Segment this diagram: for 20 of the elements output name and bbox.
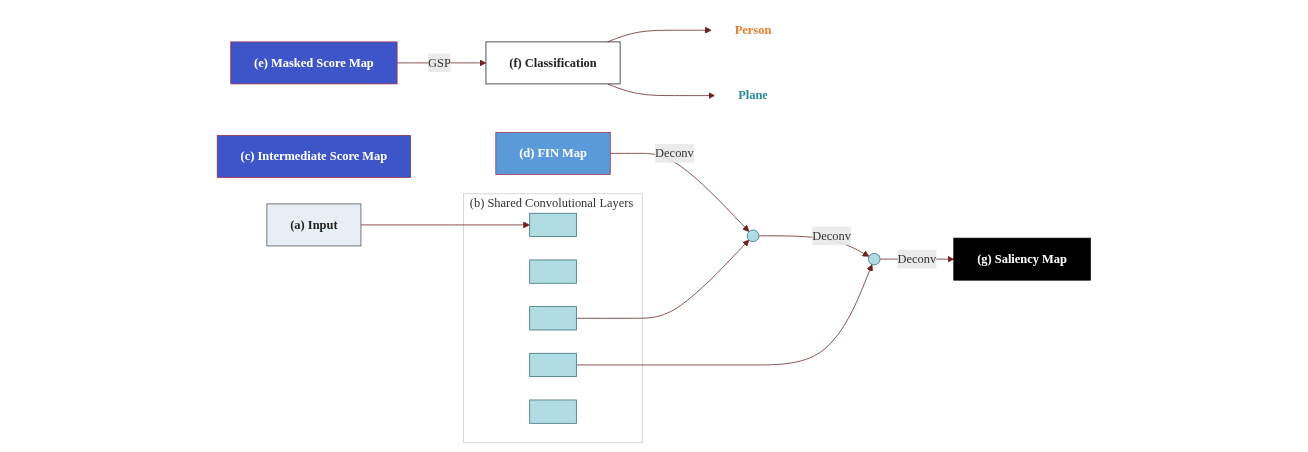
node-box — [529, 352, 577, 377]
node-box: (c) Intermediate Score Map — [217, 135, 412, 178]
edge-label: GSP — [428, 55, 452, 70]
node-box — [529, 399, 577, 424]
node-circle — [747, 229, 760, 243]
cluster: (b) Shared Convolutional Layers — [463, 193, 644, 444]
node-box: (e) Masked Score Map — [230, 41, 398, 85]
edge-label: Deconv — [655, 146, 695, 160]
node-box — [529, 212, 577, 237]
node-circle — [868, 252, 881, 266]
node-box: (f) Classification — [485, 41, 621, 85]
node-box — [529, 306, 577, 331]
node-box: (g) Saliency Map — [953, 237, 1091, 281]
node-box — [529, 259, 577, 284]
node-text: Plane — [738, 88, 769, 102]
node-box: (d) FIN Map — [495, 131, 611, 175]
node-box: (a) Input — [266, 203, 362, 247]
edge-label: Deconv — [897, 252, 937, 266]
node-text: Person — [734, 23, 772, 37]
edge-label: Deconv — [812, 228, 852, 243]
